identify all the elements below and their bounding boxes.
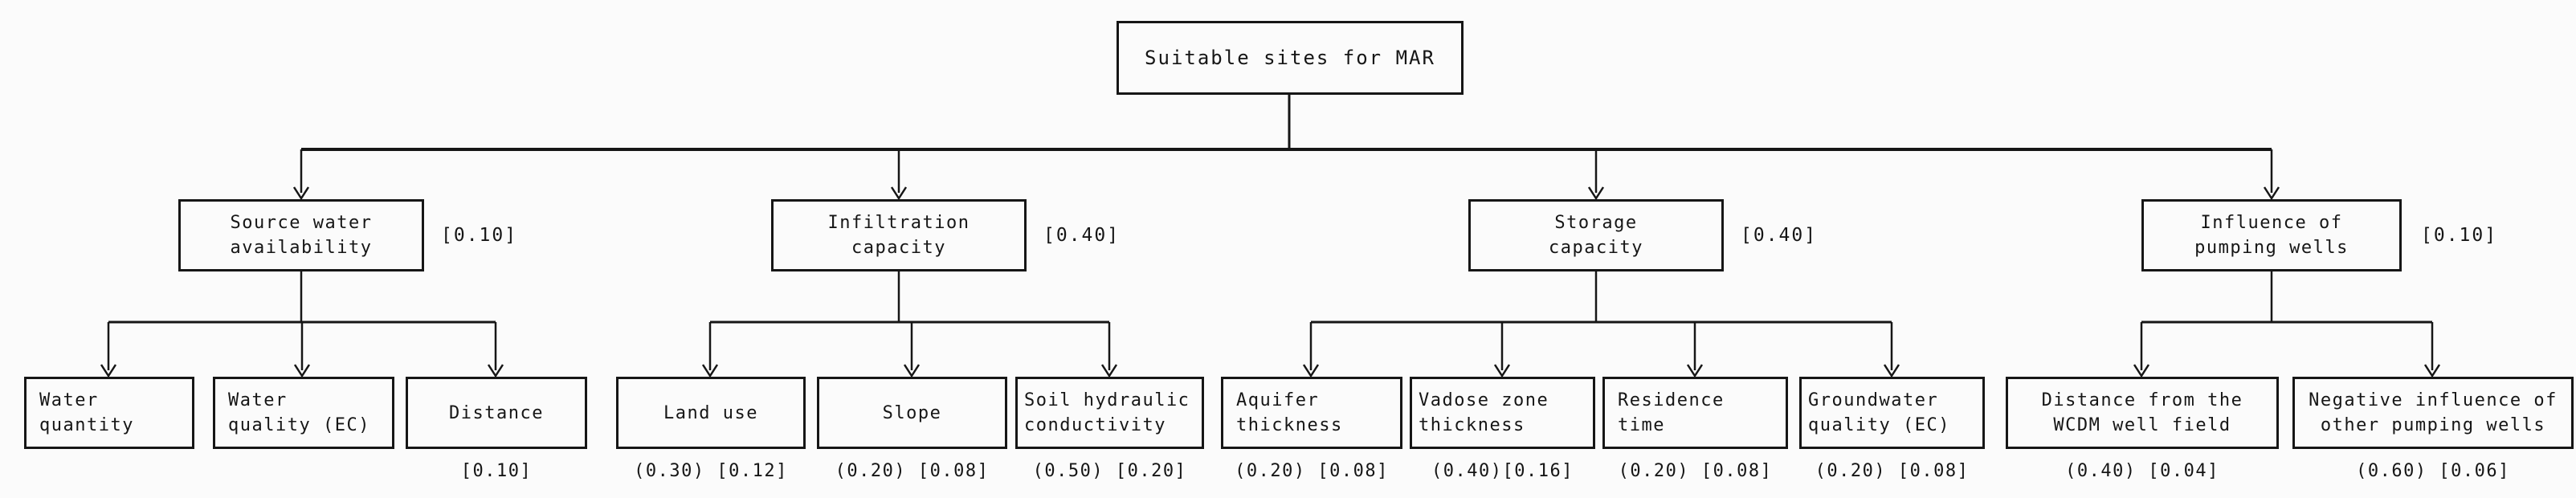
weight-distance: [0.10] [460, 461, 533, 481]
weight-storage-capacity: [0.40] [1741, 225, 1818, 246]
node-distance-label: Distance [449, 402, 544, 423]
node-infiltration-capacity-label: Infiltration capacity [827, 213, 970, 258]
node-land-use: Land use [616, 377, 806, 449]
weight-negative-influence-other-pumping-wells: (0.60) [0.06] [2356, 461, 2510, 481]
weight-infiltration-capacity: [0.40] [1043, 225, 1121, 246]
node-residence-time-label: Residence time [1618, 390, 1725, 435]
node-negative-influence-other-pumping-wells: Negative influence of other pumping well… [2292, 377, 2574, 449]
node-slope: Slope [817, 377, 1007, 449]
node-residence-time: Residence time [1602, 377, 1788, 449]
weight-residence-time: (0.20) [0.08] [1618, 461, 1773, 481]
node-infiltration-capacity: Infiltration capacity [771, 199, 1027, 271]
node-source-water-availability-label: Source water availability [230, 213, 373, 258]
node-distance: Distance [406, 377, 587, 449]
weight-slope: (0.20) [0.08] [835, 461, 990, 481]
node-water-quantity: Water quantity [24, 377, 194, 449]
node-groundwater-quality-ec: Groundwater quality (EC) [1799, 377, 1985, 449]
node-water-quantity-label: Water quantity [39, 390, 134, 435]
node-suitable-sites-for-mar: Suitable sites for MAR [1117, 21, 1464, 95]
node-water-quality-ec: Water quality (EC) [213, 377, 394, 449]
node-source-water-availability: Source water availability [178, 199, 424, 271]
node-vadose-zone-thickness: Vadose zone thickness [1410, 377, 1595, 449]
node-influence-of-pumping-wells: Influence of pumping wells [2141, 199, 2402, 271]
node-distance-from-wcdm-well-field-label: Distance from the WCDM well field [2041, 390, 2243, 435]
node-storage-capacity: Storage capacity [1468, 199, 1724, 271]
weight-groundwater-quality-ec: (0.20) [0.08] [1815, 461, 1970, 481]
weight-vadose-zone-thickness: (0.40)[0.16] [1431, 461, 1574, 481]
node-soil-hydraulic-conductivity-label: Soil hydraulic conductivity [1024, 390, 1190, 435]
node-slope-label: Slope [882, 402, 942, 423]
weight-source-water-availability: [0.10] [441, 225, 518, 246]
node-storage-capacity-label: Storage capacity [1549, 213, 1643, 258]
weight-land-use: (0.30) [0.12] [634, 461, 788, 481]
weight-influence-of-pumping-wells: [0.10] [2421, 225, 2498, 246]
weight-distance-from-wcdm-well-field: (0.40) [0.04] [2065, 461, 2219, 481]
node-vadose-zone-thickness-label: Vadose zone thickness [1419, 390, 1549, 435]
node-suitable-sites-for-mar-label: Suitable sites for MAR [1145, 46, 1435, 69]
weight-aquifer-thickness: (0.20) [0.08] [1235, 461, 1389, 481]
node-influence-of-pumping-wells-label: Influence of pumping wells [2194, 213, 2349, 258]
node-water-quality-ec-label: Water quality (EC) [228, 390, 370, 435]
node-aquifer-thickness: Aquifer thickness [1221, 377, 1402, 449]
node-soil-hydraulic-conductivity: Soil hydraulic conductivity [1015, 377, 1204, 449]
node-negative-influence-other-pumping-wells-label: Negative influence of other pumping well… [2309, 390, 2558, 435]
node-aquifer-thickness-label: Aquifer thickness [1236, 390, 1343, 435]
node-groundwater-quality-ec-label: Groundwater quality (EC) [1808, 390, 1950, 435]
node-land-use-label: Land use [663, 402, 758, 423]
node-distance-from-wcdm-well-field: Distance from the WCDM well field [2006, 377, 2279, 449]
weight-soil-hydraulic-conductivity: (0.50) [0.20] [1032, 461, 1187, 481]
